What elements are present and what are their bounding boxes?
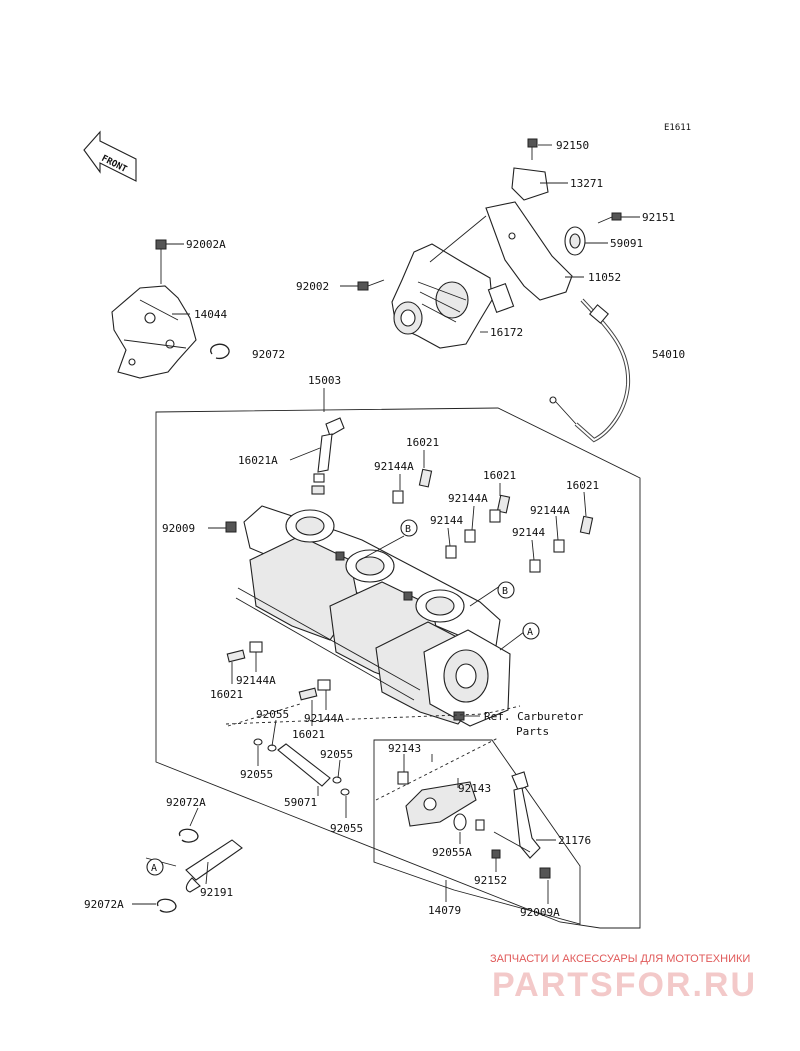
part-label: 92072A <box>166 796 206 809</box>
part-labels: 92150 13271 92151 59091 11052 92002 1617… <box>84 139 685 919</box>
jets-and-springs <box>226 417 594 701</box>
part-label: 11052 <box>588 271 621 284</box>
part-label: 16021 <box>566 479 599 492</box>
reference-note-line-2: Parts <box>516 725 549 738</box>
hose-92191 <box>156 828 243 913</box>
watermark: ЗАПЧАСТИ И АКСЕССУАРЫ ДЛЯ МОТОТЕХНИКИ PA… <box>490 953 757 1004</box>
part-label: 13271 <box>570 177 603 190</box>
part-label: 59091 <box>610 237 643 250</box>
part-label: 14044 <box>194 308 227 321</box>
part-label: 92143 <box>458 782 491 795</box>
diagram-code: E1611 <box>664 123 691 133</box>
part-label: 92009A <box>520 906 560 919</box>
part-label: 92143 <box>388 742 421 755</box>
part-label: 59071 <box>284 796 317 809</box>
part-label: 16021A <box>238 454 278 467</box>
part-label: 92144A <box>304 712 344 725</box>
callout-label: A <box>151 863 157 874</box>
watermark-tagline: ЗАПЧАСТИ И АКСЕССУАРЫ ДЛЯ МОТОТЕХНИКИ <box>490 953 750 965</box>
part-label: 92144A <box>448 492 488 505</box>
watermark-logo: PARTSFOR.RU <box>492 966 757 1004</box>
front-arrow-icon: FRONT <box>83 130 137 182</box>
part-label: 92055A <box>432 846 472 859</box>
reference-note-line-1: Ref. Carburetor <box>484 710 584 723</box>
callout-label: A <box>527 627 533 638</box>
part-label: 16021 <box>483 469 516 482</box>
part-label: 92009 <box>162 522 195 535</box>
tube-59071 <box>253 738 350 796</box>
part-label: 92002A <box>186 238 226 251</box>
part-label: 92144A <box>530 504 570 517</box>
part-label: 92144A <box>374 460 414 473</box>
part-label: 16172 <box>490 326 523 339</box>
part-label: 92150 <box>556 139 589 152</box>
callout-label: B <box>405 524 411 535</box>
part-label: 15003 <box>308 374 341 387</box>
part-label: 92002 <box>296 280 329 293</box>
part-label: 92144 <box>430 514 463 527</box>
assembly-outline-15003 <box>155 407 641 929</box>
inset-box-14079 <box>373 739 581 925</box>
part-label: 92151 <box>642 211 675 224</box>
part-label: 92055 <box>330 822 363 835</box>
leader-lines <box>132 144 640 905</box>
part-label: 92191 <box>200 886 233 899</box>
part-label: 21176 <box>558 834 591 847</box>
bracket-14044 <box>111 239 230 379</box>
part-label: 16021 <box>406 436 439 449</box>
callout-markers: B B A A <box>146 519 540 876</box>
throttle-sensor-assembly <box>357 138 631 443</box>
linkage-parts <box>397 771 551 879</box>
part-label: 92072A <box>84 898 124 911</box>
part-label: 14079 <box>428 904 461 917</box>
part-label: 92152 <box>474 874 507 887</box>
part-label: 92144A <box>236 674 276 687</box>
part-label: 92055 <box>256 708 289 721</box>
throttle-body-bank <box>225 505 511 727</box>
part-label: 54010 <box>652 348 685 361</box>
callout-label: B <box>502 586 508 597</box>
part-label: 92144 <box>512 526 545 539</box>
part-label: 16021 <box>292 728 325 741</box>
part-label: 16021 <box>210 688 243 701</box>
part-label: 92072 <box>252 348 285 361</box>
part-label: 92055 <box>240 768 273 781</box>
part-label: 92055 <box>320 748 353 761</box>
reference-note: Ref. Carburetor Parts <box>484 710 584 738</box>
